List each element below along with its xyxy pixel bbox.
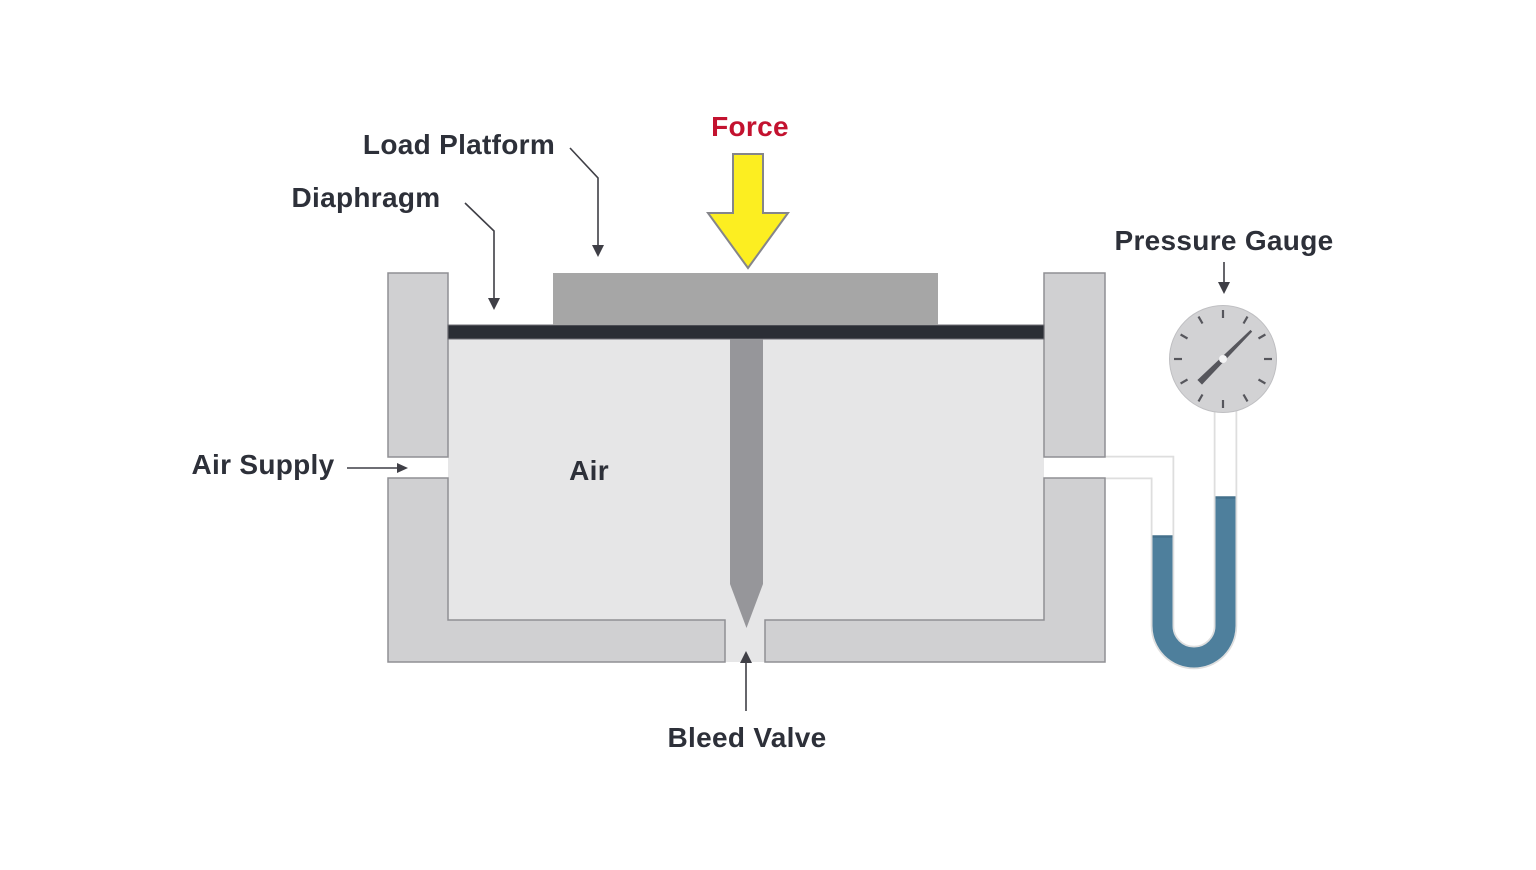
- diaphragm-label: Diaphragm: [291, 182, 441, 213]
- leader-arrowheads: [397, 245, 1230, 663]
- diaphragm-bar: [447, 324, 1045, 340]
- air-supply-arrowhead-icon: [397, 463, 408, 473]
- load-platform-label: Load Platform: [362, 129, 556, 160]
- manometer-fluid: [1152, 497, 1236, 668]
- vessel-walls: [387, 272, 1106, 663]
- bleed-valve-arrowhead-icon: [740, 651, 752, 663]
- diaphragm-arrowhead-icon: [488, 298, 500, 310]
- diaphragm-leader: [464, 202, 495, 299]
- manometer: [1044, 408, 1238, 670]
- bleed-valve-stem: [730, 339, 763, 628]
- load-platform-block: [553, 273, 938, 325]
- gauge-tick-marks: [1174, 310, 1272, 408]
- load-platform-arrowhead-icon: [592, 245, 604, 257]
- left-wall-lower: [387, 477, 726, 663]
- air-label: Air: [569, 455, 609, 486]
- force-label: Force: [711, 111, 789, 142]
- bleed-valve-label: Bleed Valve: [667, 722, 827, 753]
- left-wall-upper: [387, 272, 449, 458]
- pressure-gauge-arrowhead-icon: [1218, 282, 1230, 294]
- right-wall-lower: [764, 477, 1106, 663]
- leader-lines: [347, 147, 1225, 711]
- force-arrow-icon: [706, 153, 790, 270]
- air-supply-label: Air Supply: [191, 449, 335, 480]
- pressure-gauge-icon: [1169, 305, 1277, 413]
- gauge-needle-hub: [1219, 355, 1227, 363]
- right-wall-upper: [1043, 272, 1106, 458]
- load-platform-leader: [569, 147, 599, 246]
- pressure-gauge-label: Pressure Gauge: [1114, 225, 1334, 256]
